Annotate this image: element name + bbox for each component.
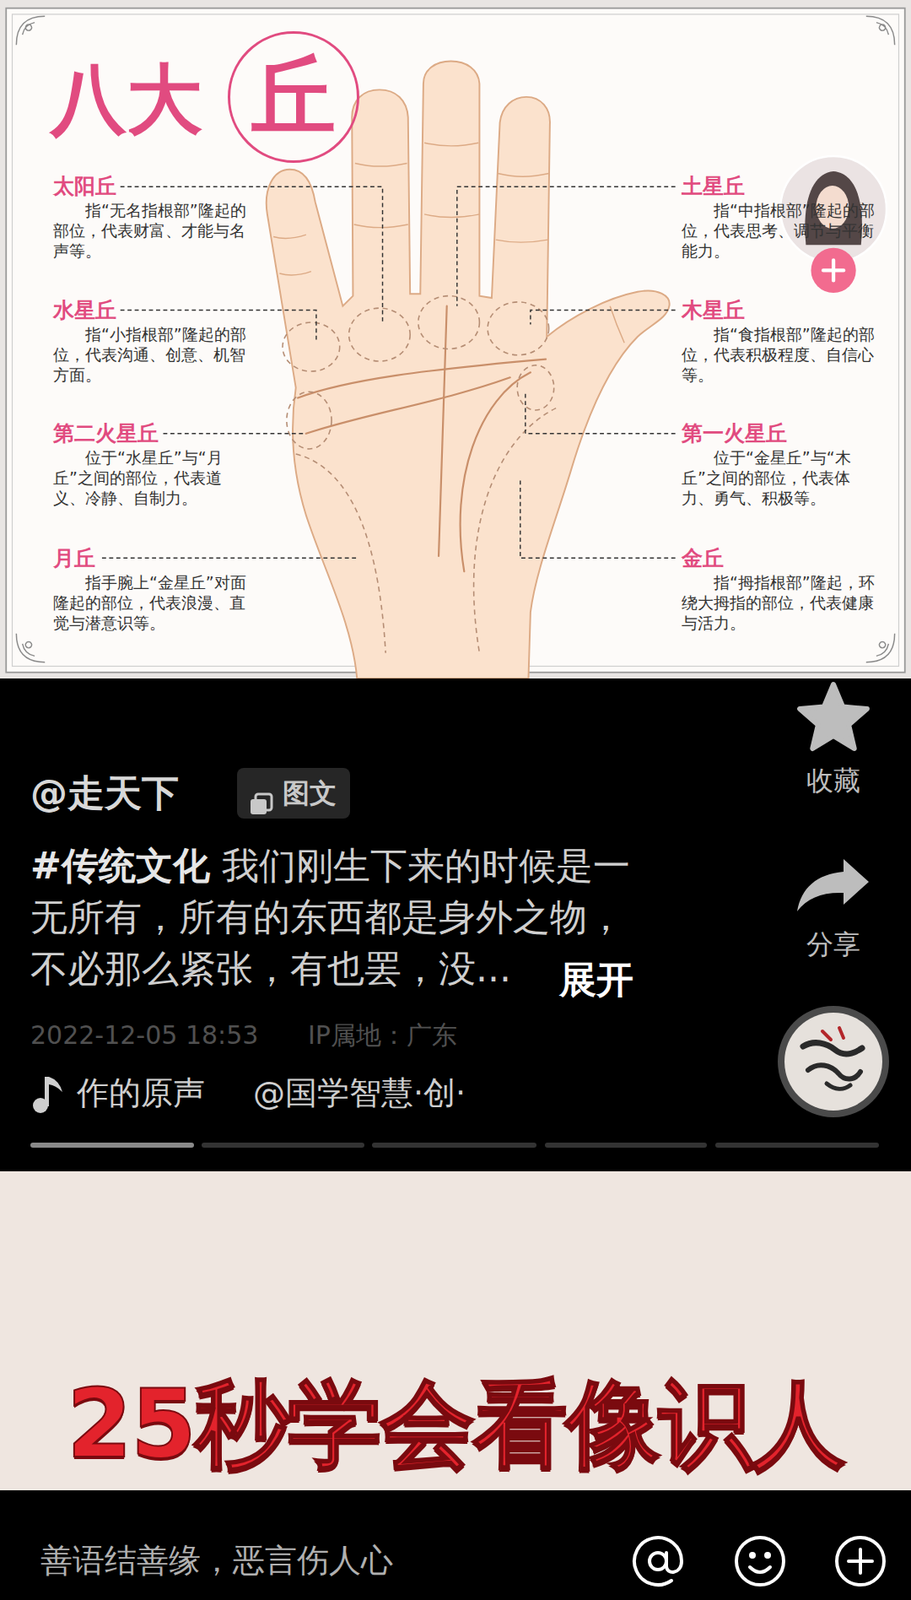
post-date: 2022-12-05 18:53 [30, 1019, 259, 1051]
mount-name: 太阳丘 [53, 173, 117, 200]
mount-name: 金丘 [681, 545, 724, 572]
mount-outlines [282, 296, 556, 653]
title-circle: 丘 [227, 31, 360, 163]
hashtag: #传统文化 [30, 843, 211, 887]
node-text: 图文 [282, 776, 337, 809]
mount-description: 指“无名指根部”隆起的部位，代表财富、才能与名声等。 [53, 199, 249, 261]
mount-description: 指“小指根部”隆起的部位，代表沟通、创意、机智方面。 [53, 323, 249, 385]
at-icon [634, 1536, 682, 1585]
music-disc [777, 1005, 890, 1117]
mount-name: 土星丘 [681, 173, 745, 200]
mount-description: 指“中指根部”隆起的部位，代表思考、调节与平衡能力。 [681, 199, 878, 261]
title-text: 八大 [50, 53, 203, 146]
emoji-icon [736, 1536, 784, 1585]
caption-box: #传统文化我们刚生下来的时候是一无所有，所有的东西都是身外之物，不必那么紧张，有… [30, 839, 633, 994]
add-icon [836, 1536, 885, 1585]
hand-outline [266, 61, 670, 679]
mount-name: 第二火星丘 [53, 420, 159, 447]
music-author: @国学智慧·创· [253, 1073, 466, 1113]
mount-description: 位于“金星丘”与“木丘”之间的部位，代表体力、勇气、积极等。 [681, 447, 878, 508]
action-label: 分享 [806, 927, 861, 960]
mount-name: 第一火星丘 [681, 420, 788, 447]
mount-name: 月丘 [53, 545, 96, 572]
share-icon [797, 858, 869, 911]
palm-lines [297, 306, 546, 572]
progress-bar [30, 1142, 879, 1148]
music-title: 作的原声 [76, 1073, 205, 1113]
author-name: @走天下 [30, 770, 179, 816]
music-note-icon [32, 1076, 63, 1113]
action-label: 收藏 [806, 764, 861, 797]
post-type-tag: 图文 [237, 767, 351, 819]
overlay-title: 25秒学会看像识人 [66, 1366, 845, 1480]
comment-placeholder: 善语结善缘，恶言伤人心 [40, 1541, 394, 1580]
node-text: 丘 [251, 40, 336, 155]
star-icon [799, 684, 868, 749]
mount-description: 位于“水星丘”与“月丘”之间的部位，代表道义、冷静、自制力。 [53, 447, 249, 508]
mount-description: 指“食指根部”隆起的部位，代表积极程度、自信心等。 [681, 323, 878, 385]
mount-name: 木星丘 [681, 297, 745, 324]
ip-location: IP属地：广东 [307, 1019, 458, 1051]
mount-name: 水星丘 [53, 297, 117, 324]
mount-description: 指“拇指根部”隆起，环绕大拇指的部位，代表健康与活力。 [681, 571, 878, 633]
expand-link: 展开 [559, 957, 634, 1003]
tag-icon [248, 781, 275, 805]
mount-description: 指手腕上“金星丘”对面隆起的部位，代表浪漫、直觉与潜意识等。 [53, 571, 249, 633]
finger-creases [273, 142, 625, 343]
